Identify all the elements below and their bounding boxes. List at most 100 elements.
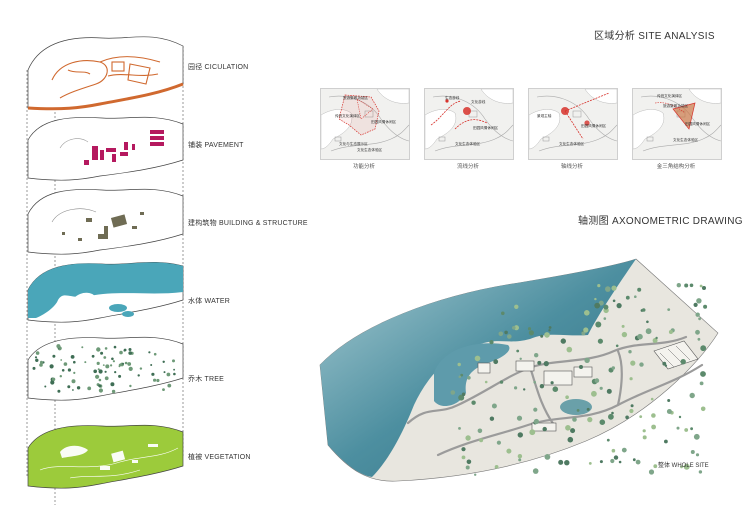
tree-mark — [51, 377, 56, 381]
tree-mark — [588, 462, 592, 465]
tree-mark — [599, 460, 603, 464]
tree-mark — [599, 386, 603, 390]
tree-mark — [123, 349, 126, 352]
tree-mark — [642, 435, 647, 440]
tree-mark — [676, 283, 681, 288]
tree-mark — [560, 338, 566, 344]
tree-mark — [514, 386, 518, 390]
tree-mark — [84, 361, 87, 364]
tree-mark — [611, 366, 615, 370]
tree-mark — [81, 346, 84, 349]
tree-mark — [474, 355, 481, 362]
tree-mark — [60, 359, 63, 361]
analysis-tag: 景观主轴 — [537, 113, 552, 118]
tree-mark — [621, 324, 625, 328]
tree-mark — [615, 344, 619, 348]
tree-mark — [127, 362, 132, 366]
tree-mark — [112, 360, 115, 363]
tree-mark — [458, 394, 465, 401]
analysis-tag: 田园风情休闲区 — [371, 119, 397, 124]
tree-mark — [630, 360, 636, 366]
tree-mark — [63, 362, 68, 366]
tree-mark — [129, 384, 132, 388]
layer-pavement — [27, 116, 184, 181]
tree-mark — [479, 438, 484, 443]
tree-mark — [61, 369, 65, 372]
tree-mark — [523, 388, 526, 391]
tree-mark — [512, 326, 516, 330]
tree-mark — [655, 336, 658, 340]
analysis-panel-4: 传统文化演绎区旅游集散功能区田园风情休闲区文化生态体验区 — [632, 88, 722, 160]
tree-mark — [519, 357, 522, 360]
tree-mark — [693, 433, 700, 440]
tree-mark — [548, 329, 551, 332]
tree-mark — [650, 397, 654, 401]
tree-mark — [128, 348, 132, 351]
layer-label-tree: 乔木 TREE — [188, 376, 225, 383]
analysis-tag: 文化生态体验区 — [673, 137, 699, 142]
tree-mark — [461, 455, 466, 460]
tree-mark — [516, 349, 520, 353]
tree-mark — [52, 354, 56, 358]
analysis-caption-2: 流线分析 — [456, 164, 479, 170]
analysis-tag: 文化生态体验区 — [455, 141, 481, 146]
tree-mark — [664, 439, 668, 444]
tree-mark — [668, 330, 673, 334]
site-analysis-title: 区域分析 SITE ANALYSIS — [594, 31, 715, 42]
tree-mark — [128, 366, 133, 371]
tree-mark — [566, 346, 573, 353]
tree-mark — [540, 334, 544, 338]
tree-mark — [514, 304, 519, 309]
tree-mark — [150, 364, 153, 366]
tree-mark — [507, 334, 512, 339]
tree-mark — [648, 469, 655, 475]
tree-mark — [700, 345, 707, 352]
tree-mark — [700, 371, 706, 377]
tree-mark — [98, 378, 102, 382]
tree-mark — [528, 330, 534, 336]
tree-mark — [641, 308, 646, 312]
tree-mark — [703, 304, 708, 309]
tree-mark — [151, 372, 155, 376]
tree-mark — [629, 377, 633, 381]
tree-mark — [529, 429, 536, 436]
tree-mark — [162, 388, 165, 391]
tree-mark — [608, 413, 614, 420]
tree-mark — [667, 308, 671, 311]
tree-mark — [76, 386, 81, 390]
tree-mark — [653, 464, 658, 469]
tree-mark — [460, 373, 464, 377]
tree-mark — [148, 351, 151, 354]
tree-mark — [642, 429, 646, 433]
tree-mark — [639, 362, 644, 367]
tree-mark — [564, 460, 570, 466]
tree-mark — [542, 426, 547, 432]
tree-mark — [467, 376, 471, 380]
tree-mark — [594, 302, 601, 309]
tree-mark — [457, 362, 461, 367]
tree-mark — [543, 361, 549, 367]
tree-mark — [700, 406, 706, 412]
tree-mark — [651, 424, 656, 430]
analysis-caption-4: 金三角结构分析 — [656, 164, 696, 170]
tree-mark — [71, 379, 76, 384]
analysis-tag: 文化与生态展示区 — [339, 141, 368, 146]
tree-mark — [72, 389, 74, 391]
axonometric-trees — [450, 283, 708, 476]
tree-mark — [518, 458, 522, 462]
tree-mark — [498, 331, 504, 337]
tree-mark — [458, 375, 462, 379]
tree-mark — [501, 311, 505, 316]
layer-label-building: 建构筑物 BUILDING & STRUCTURE — [188, 220, 308, 227]
tree-mark — [625, 295, 630, 300]
tree-mark — [499, 380, 504, 384]
tree-mark — [611, 448, 616, 453]
tree-mark — [156, 378, 160, 383]
tree-mark — [504, 330, 508, 335]
tree-mark — [477, 428, 483, 434]
tree-mark — [139, 367, 143, 370]
tree-mark — [98, 388, 103, 393]
tree-mark — [598, 300, 604, 306]
layer-stack-diagram — [26, 36, 184, 505]
